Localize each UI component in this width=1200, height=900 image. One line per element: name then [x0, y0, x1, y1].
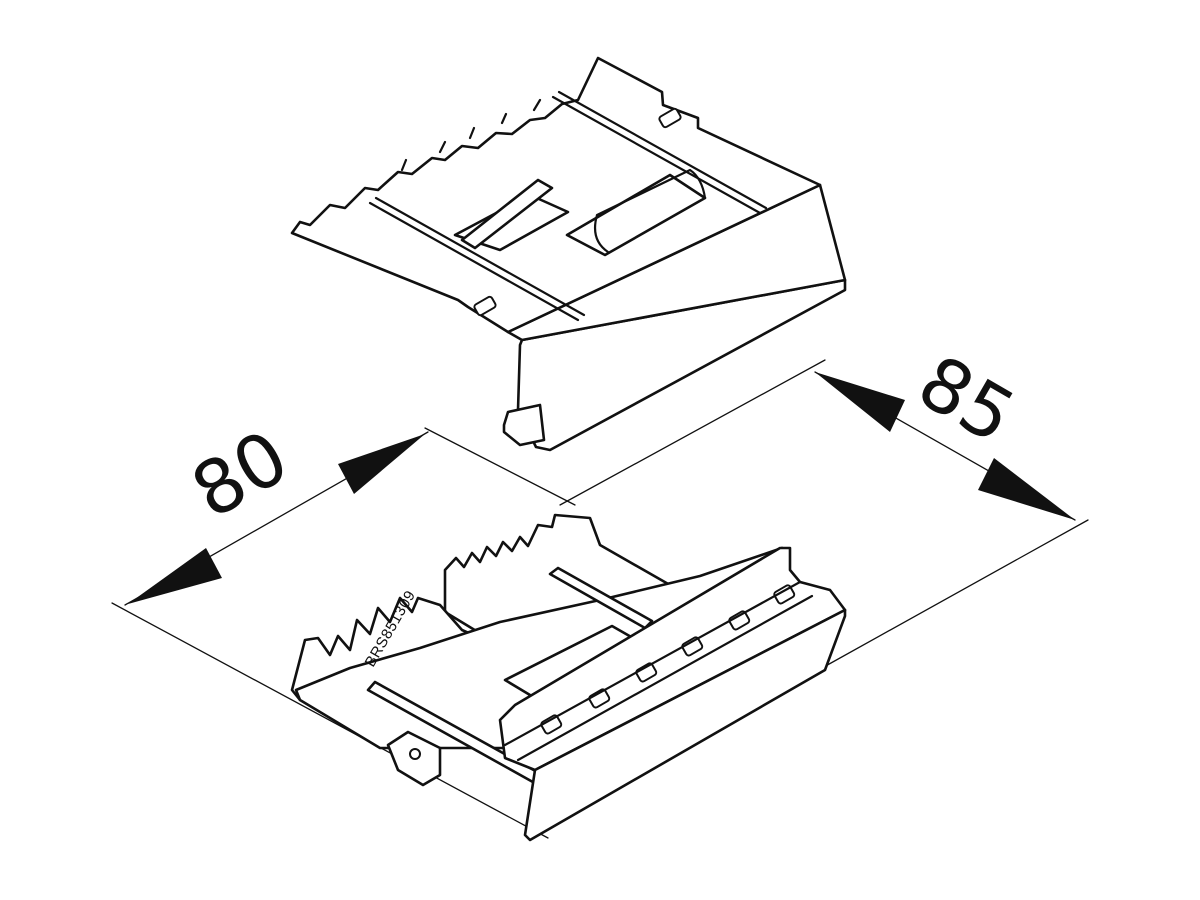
upper-cover-back-teeth	[400, 98, 542, 172]
base-channel-fold-1	[503, 580, 802, 747]
arrowhead-85-bottom	[978, 458, 1075, 520]
upper-cover-rib-left	[368, 201, 580, 322]
upper-cover-front-face	[516, 278, 847, 452]
upper-cover-bottom-lip	[502, 403, 546, 447]
upper-cover-top-face	[290, 56, 822, 334]
base-channel-slot-6	[773, 584, 796, 605]
base-channel-slot-3	[635, 662, 658, 683]
arrowhead-80-right	[338, 434, 425, 494]
upper-cover	[290, 56, 847, 452]
extension-line-mid	[424, 427, 576, 506]
base-channel-slot-4	[681, 636, 704, 657]
dimension-label-85: 85	[904, 339, 1029, 461]
base-channel-front-wall	[523, 608, 847, 842]
lower-base: BRS851309	[290, 513, 847, 842]
base-front-tab-hole	[409, 748, 421, 760]
upper-cover-tab-right-curl	[593, 168, 707, 254]
base-channel-slot-5	[728, 610, 751, 631]
extension-line-right-top	[559, 359, 826, 506]
upper-cover-rib-right	[551, 95, 762, 215]
extension-line-left	[111, 602, 549, 839]
base-channel-fold-2	[516, 594, 814, 762]
upper-cover-tab-left-strip	[460, 178, 554, 250]
upper-cover-notch-top	[658, 107, 682, 129]
base-channel-slot-2	[588, 688, 611, 709]
base-floor	[294, 546, 792, 750]
upper-cover-notch-front	[473, 295, 497, 317]
upper-cover-rib-right-2	[557, 90, 768, 210]
arrowhead-80-left	[128, 548, 222, 604]
base-channel-slot-1	[540, 714, 563, 735]
base-floor-rib-back	[548, 566, 654, 630]
arrowhead-85-top	[815, 372, 905, 432]
upper-cover-rib-left-2	[374, 196, 586, 317]
dimension-label-80: 80	[178, 414, 303, 536]
extension-line-right-bottom	[821, 519, 1089, 669]
